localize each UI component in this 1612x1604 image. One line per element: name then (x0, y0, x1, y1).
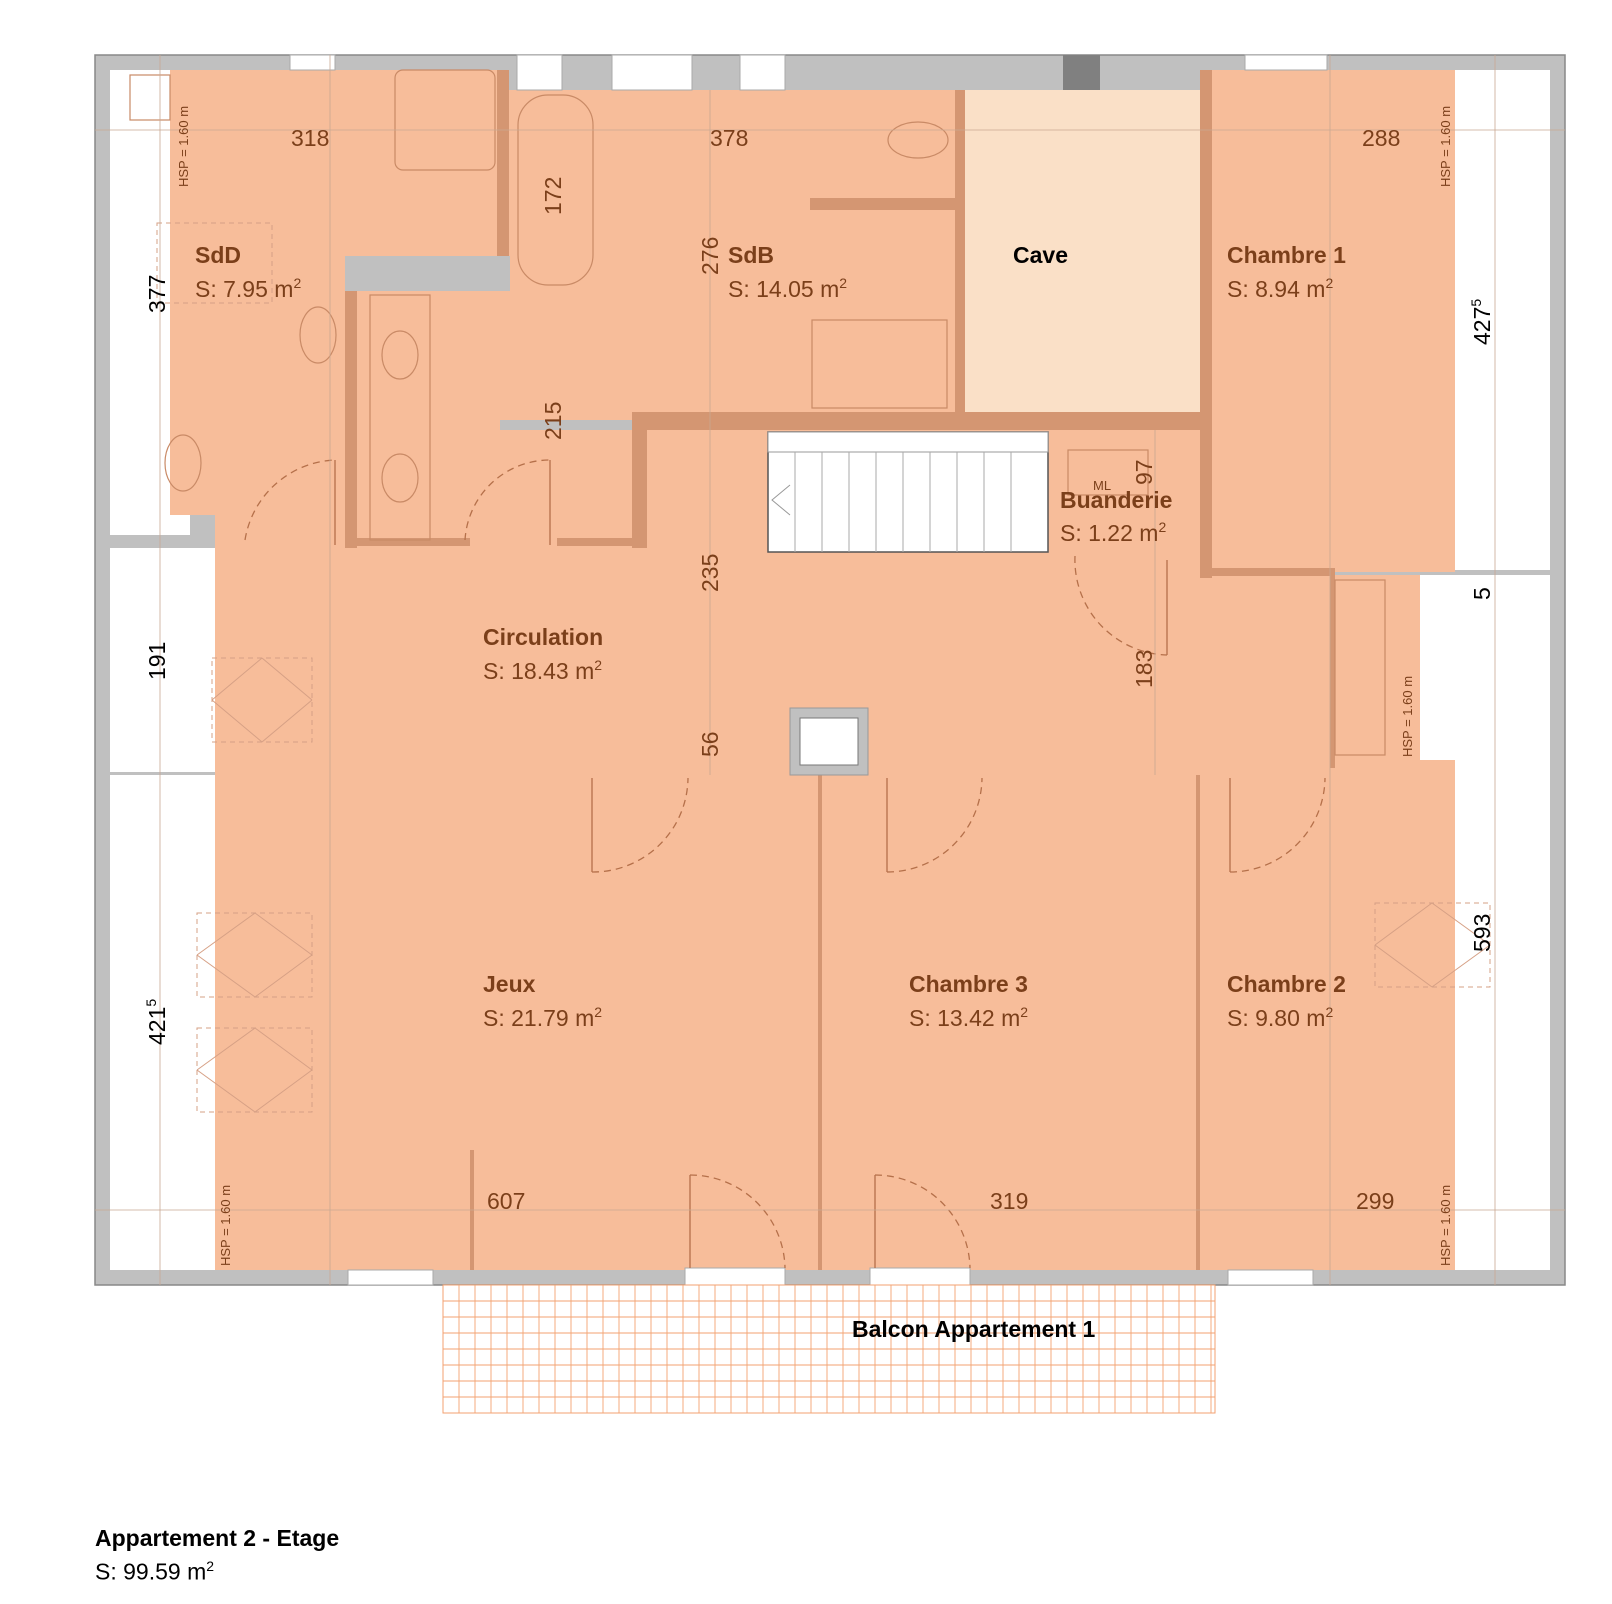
dim-299: 299 (1356, 1188, 1394, 1214)
skylight-diagonals (196, 657, 1491, 1113)
plan-total-area-value: S: 99.59 m (95, 1558, 207, 1585)
door-swings (244, 459, 1326, 1269)
room-chambre2-area: S: 9.80 m2 (1227, 1004, 1333, 1031)
room-balcon-name: Balcon Appartement 1 (852, 1316, 1095, 1342)
dim-288: 288 (1362, 125, 1400, 151)
fixtures (129, 69, 1386, 756)
bottom-windows (347, 1267, 1314, 1286)
dim-191: 191 (144, 642, 170, 680)
room-chambre3-area: S: 13.42 m2 (909, 1004, 1028, 1031)
low-ceiling-zone-left-bottom (110, 775, 215, 1270)
room-sdb-name: SdB (728, 242, 774, 268)
room-chambre1-area: S: 8.94 m2 (1227, 275, 1333, 302)
room-chambre3-name: Chambre 3 (909, 971, 1028, 997)
hsp-label-top-left: HSP = 1.60 m (176, 106, 191, 187)
room-cave-fill (963, 90, 1200, 420)
chimney (1063, 55, 1100, 90)
hsp-label-bottom-left: HSP = 1.60 m (218, 1185, 233, 1266)
dim-421: 4215 (143, 999, 170, 1045)
low-ceiling-zone-left-mid (110, 548, 215, 772)
dim-318: 318 (291, 125, 329, 151)
dim-183: 183 (1131, 650, 1157, 688)
dim-5: 5 (1469, 587, 1495, 600)
room-cave-name: Cave (1013, 242, 1068, 268)
gray-partition (345, 256, 510, 291)
plan-total-area-sup: 2 (206, 1558, 215, 1574)
top-windows (289, 54, 1328, 91)
dimension-lines (95, 55, 1565, 1285)
room-circulation-area: S: 18.43 m2 (483, 657, 602, 684)
dim-607: 607 (487, 1188, 525, 1214)
interior-walls (345, 70, 1335, 1270)
dim-319: 319 (990, 1188, 1028, 1214)
room-sdd-area: S: 7.95 m2 (195, 275, 301, 302)
dim-97: 97 (1131, 459, 1157, 485)
door-leaves (334, 460, 1231, 1268)
plan-title: Appartement 2 - Etage (95, 1525, 340, 1551)
dim-378: 378 (710, 125, 748, 151)
dim-172: 172 (540, 177, 566, 215)
room-jeux-fill (215, 775, 820, 1270)
staircase (767, 431, 1049, 553)
room-buanderie-name: Buanderie (1060, 487, 1172, 513)
balcony (442, 1284, 1216, 1414)
room-chambre3-fill (820, 775, 1198, 1270)
buanderie-ml-label: ML (1093, 478, 1111, 493)
room-sdb-fill (500, 90, 955, 420)
room-circulation-name: Circulation (483, 624, 603, 650)
dim-593: 593 (1469, 914, 1495, 952)
low-ceiling-zone-right-top (1455, 70, 1550, 570)
hsp-label-bottom-right: HSP = 1.60 m (1438, 1185, 1453, 1266)
room-buanderie-area: S: 1.22 m2 (1060, 519, 1166, 546)
shaft-opening (799, 717, 859, 766)
hsp-label-mid-right: HSP = 1.60 m (1400, 676, 1415, 757)
dim-56: 56 (697, 731, 723, 757)
low-ceiling-zone-right-mid (1420, 575, 1550, 760)
room-jeux-area: S: 21.79 m2 (483, 1004, 602, 1031)
dim-215: 215 (540, 402, 566, 440)
dim-377: 377 (144, 275, 170, 313)
room-chambre1-name: Chambre 1 (1227, 242, 1346, 268)
room-jeux-name: Jeux (483, 971, 536, 997)
room-sdd-name: SdD (195, 242, 241, 268)
plan-total-area: S: 99.59 m2 (95, 1558, 214, 1586)
room-chambre2-fill (1198, 760, 1455, 1270)
dim-235: 235 (697, 554, 723, 592)
hsp-label-top-right: HSP = 1.60 m (1438, 106, 1453, 187)
dim-427: 4275 (1468, 299, 1495, 345)
low-ceiling-zone-right-bottom (1455, 760, 1550, 1270)
room-sdb-area: S: 14.05 m2 (728, 275, 847, 302)
room-chambre2-name: Chambre 2 (1227, 971, 1346, 997)
wardrobe-fill (1335, 575, 1420, 760)
dim-276: 276 (697, 237, 723, 275)
